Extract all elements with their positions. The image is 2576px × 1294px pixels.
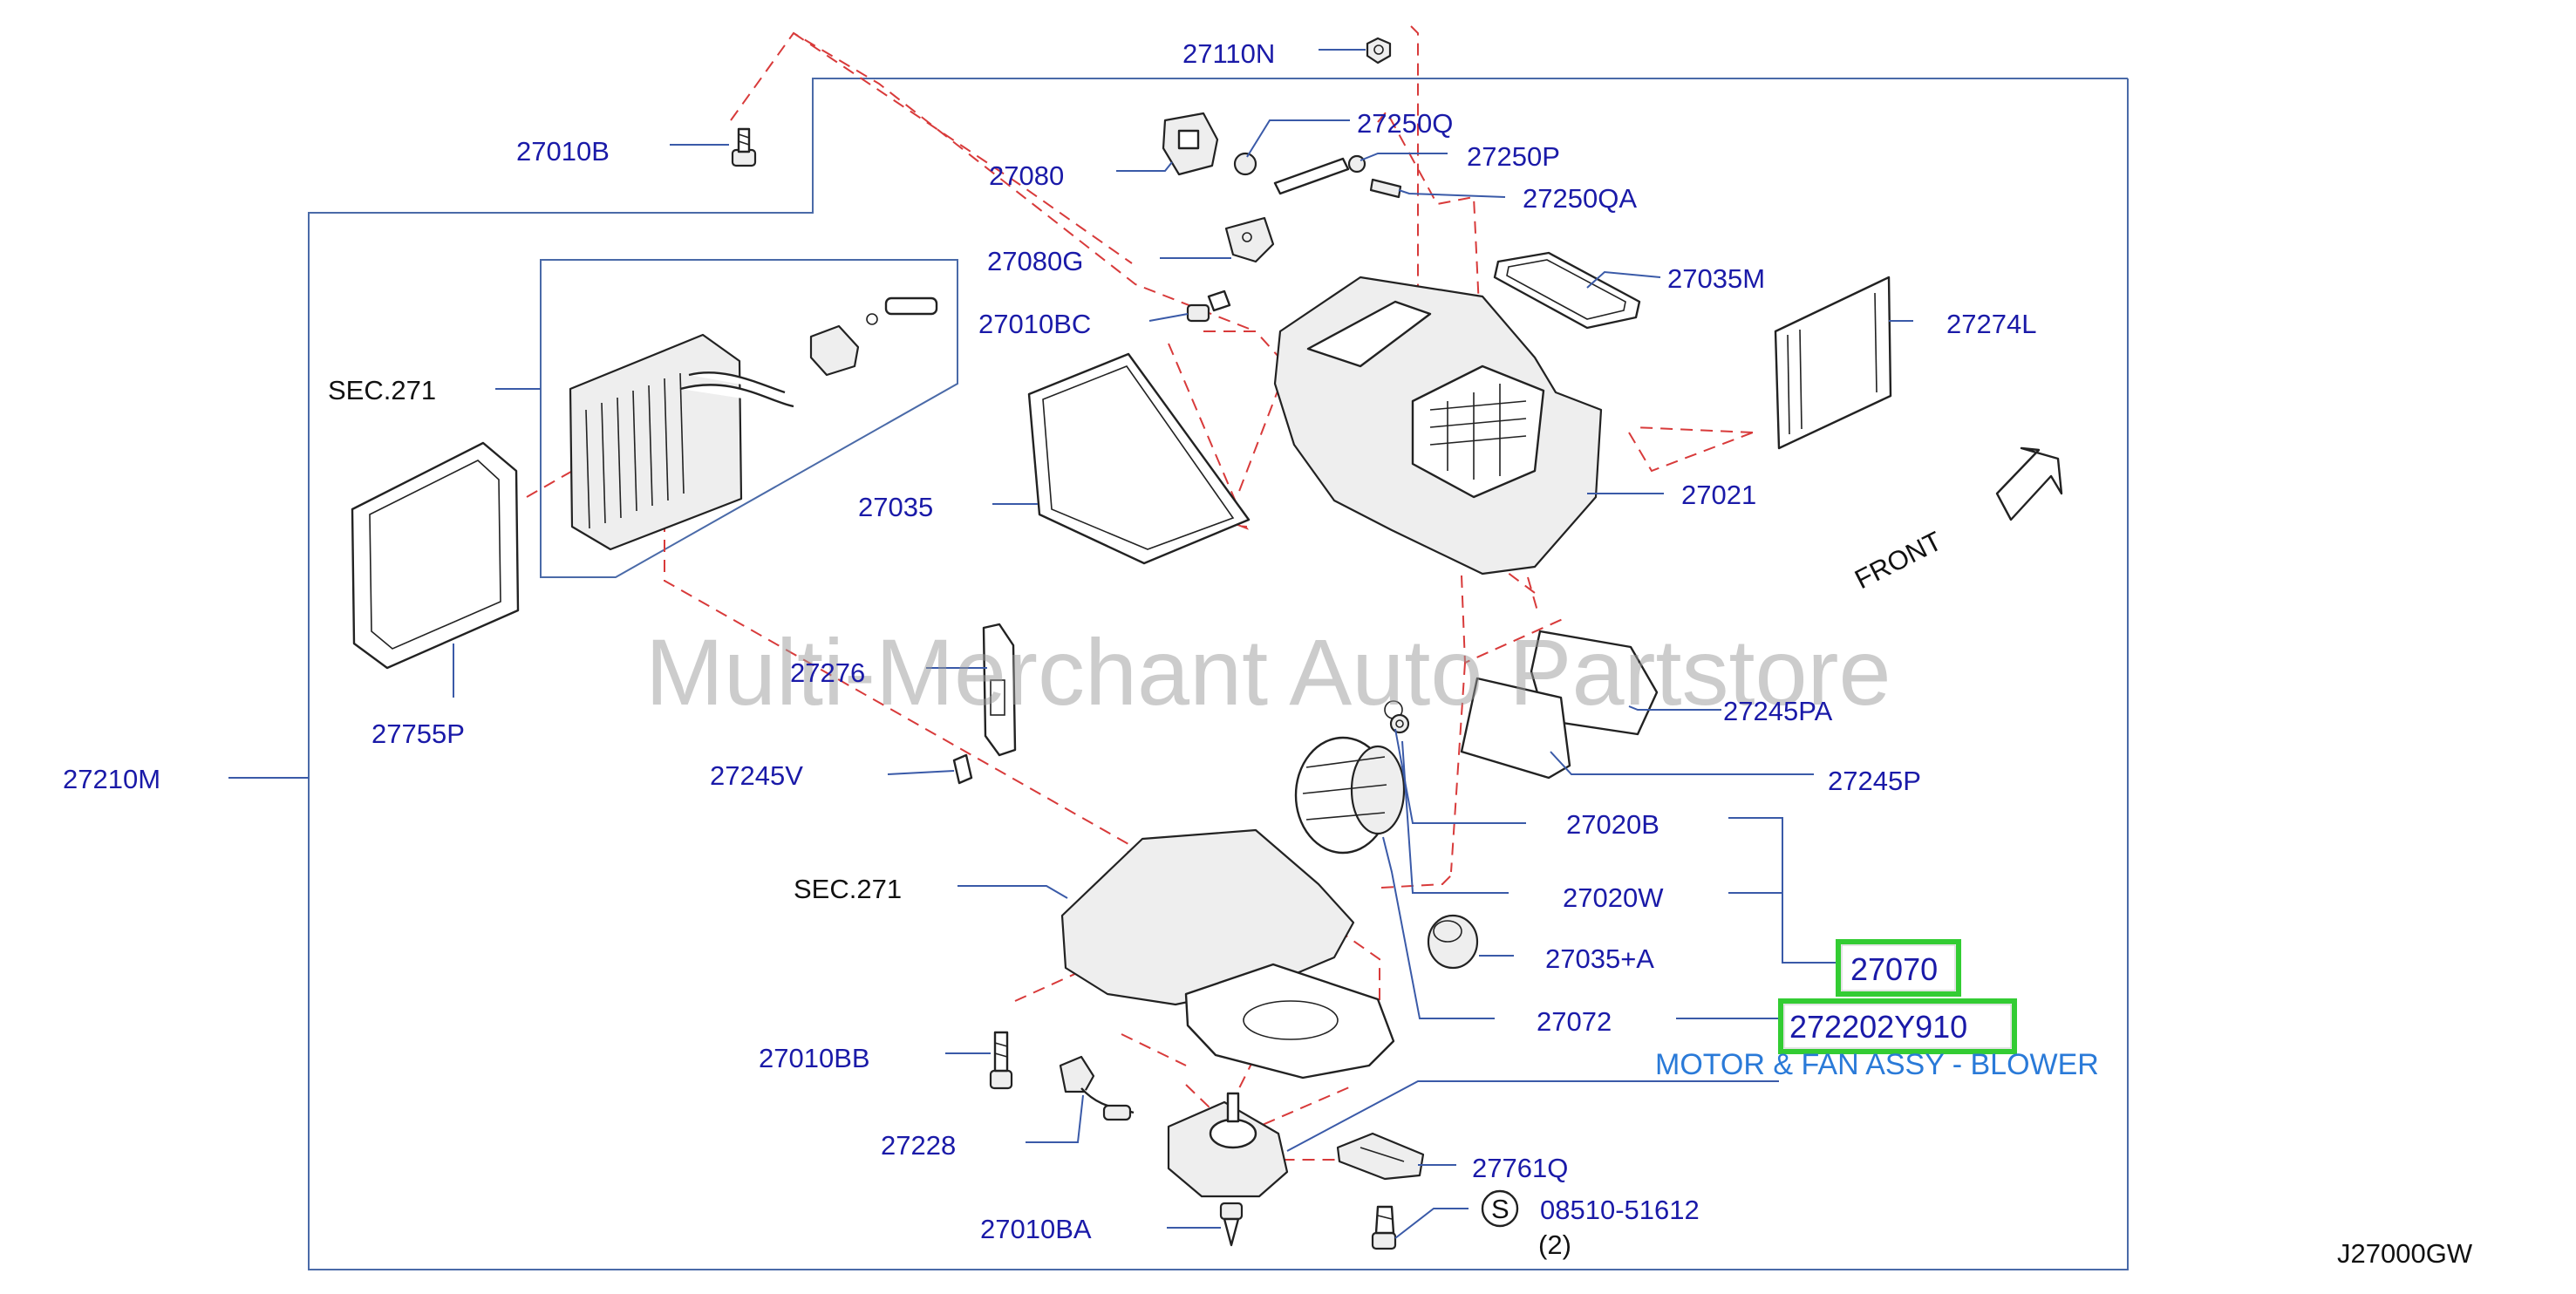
label-sec271-bottom[interactable]: SEC.271 [794, 874, 902, 904]
label-quantity-2: (2) [1538, 1229, 1571, 1260]
lower-case-drawing [1060, 828, 1395, 1079]
label-27080[interactable]: 27080 [989, 160, 1064, 191]
label-27245V[interactable]: 27245V [710, 760, 803, 791]
sec271-subassembly-frame [540, 259, 958, 578]
label-27010BB[interactable]: 27010BB [759, 1043, 870, 1073]
highlight-box-27070[interactable] [1836, 939, 1961, 997]
label-27755P[interactable]: 27755P [371, 719, 465, 749]
label-27276[interactable]: 27276 [790, 657, 865, 688]
nut-27110N-drawing [1366, 37, 1392, 65]
front-arrow-icon [1995, 446, 2063, 521]
highlight-bg-27070 [1841, 944, 1956, 991]
label-27761Q[interactable]: 27761Q [1472, 1153, 1568, 1183]
label-27072[interactable]: 27072 [1537, 1006, 1612, 1037]
label-27250QA[interactable]: 27250QA [1523, 183, 1637, 214]
blower-fan-drawing [1294, 736, 1406, 855]
label-27035M[interactable]: 27035M [1667, 263, 1765, 294]
label-27080G[interactable]: 27080G [987, 246, 1083, 276]
label-27245P[interactable]: 27245P [1828, 766, 1921, 796]
harness-27228-drawing [1059, 1055, 1135, 1121]
actuator-27080-drawing [1162, 112, 1219, 176]
intake-case-27021-drawing [1273, 276, 1603, 575]
caption-blower-assembly: MOTOR & FAN ASSY - BLOWER [1655, 1048, 2099, 1081]
label-27035A[interactable]: 27035+A [1545, 943, 1654, 974]
highlight-bg-272202Y910 [1783, 1004, 2012, 1049]
gasket-27035-drawing [1027, 352, 1251, 565]
screw-0851051612-drawing [1371, 1205, 1397, 1250]
assembly-frame [308, 78, 2129, 1270]
label-27021[interactable]: 27021 [1681, 480, 1756, 510]
bolt-27010B-drawing [731, 127, 757, 167]
label-27274L[interactable]: 27274L [1946, 309, 2036, 339]
blower-motor-drawing [1167, 1092, 1289, 1198]
label-27250Q[interactable]: 27250Q [1357, 108, 1453, 139]
label-27020W[interactable]: 27020W [1563, 882, 1664, 913]
label-27035[interactable]: 27035 [858, 492, 933, 522]
label-27070[interactable]: 27070 [1850, 951, 1938, 987]
doors-27245-drawing [1384, 630, 1659, 780]
leader-lines [228, 49, 1913, 1239]
dashed-guide-lines [526, 25, 1754, 1161]
bracket-27276-drawing [982, 623, 1017, 757]
filter-27274L-drawing [1774, 276, 1892, 450]
gasket-27035M-drawing [1493, 251, 1641, 330]
highlight-box-272202Y910[interactable] [1778, 998, 2017, 1054]
label-27010BA[interactable]: 27010BA [980, 1214, 1092, 1244]
label-27228[interactable]: 27228 [881, 1130, 956, 1161]
label-27245PA[interactable]: 27245PA [1723, 696, 1833, 726]
bolt-27010BB-drawing [989, 1031, 1013, 1090]
label-27210M[interactable]: 27210M [63, 764, 160, 794]
label-27110N[interactable]: 27110N [1182, 38, 1275, 69]
label-272202Y910[interactable]: 272202Y910 [1789, 1009, 1967, 1045]
watermark: Multi-Merchant Auto Partstore [645, 619, 1891, 725]
label-sec271-top[interactable]: SEC.271 [328, 375, 436, 405]
seal-27755P-drawing [351, 441, 520, 670]
label-27010BC[interactable]: 27010BC [978, 309, 1091, 339]
label-27010B[interactable]: 27010B [516, 136, 610, 167]
evaporator-drawing [569, 296, 938, 551]
washers-27020-drawing [1389, 713, 1410, 734]
clip-27245V-drawing [952, 753, 973, 785]
diagram-code: J27000GW [2337, 1238, 2473, 1269]
screw-27010BA-drawing [1219, 1202, 1244, 1247]
label-27250P[interactable]: 27250P [1467, 141, 1560, 172]
bracket-27080G-drawing [1224, 216, 1275, 263]
resistor-27035A-drawing [1427, 914, 1479, 970]
label-front: FRONT [1850, 526, 1946, 596]
screw-symbol-s: S [1491, 1194, 1509, 1224]
screw-27010BC-drawing [1186, 289, 1231, 323]
label-08510-51612[interactable]: 08510-51612 [1540, 1195, 1700, 1225]
seal-27761Q-drawing [1336, 1132, 1425, 1181]
link-27250-drawing [1233, 152, 1402, 199]
screw-symbol-circle [1481, 1189, 1519, 1228]
label-27020B[interactable]: 27020B [1566, 809, 1659, 840]
